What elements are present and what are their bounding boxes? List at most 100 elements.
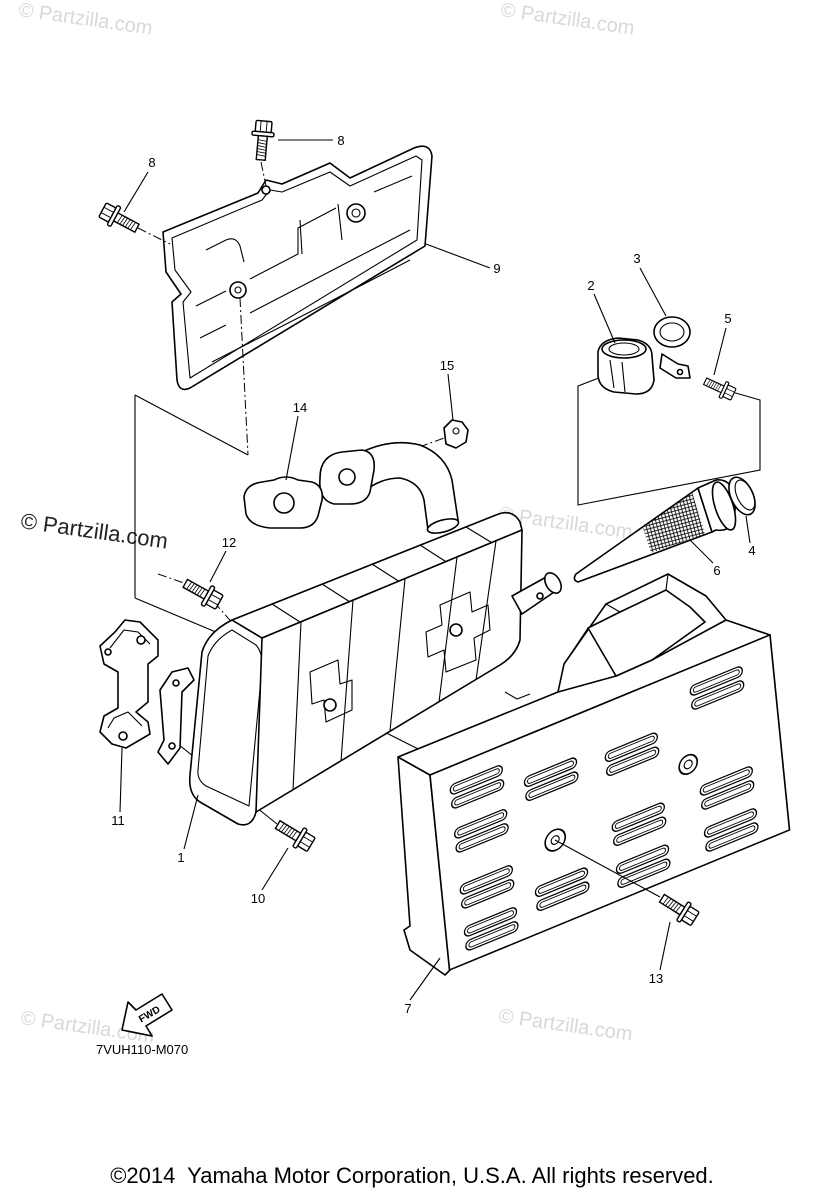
muffler-side-rib — [309, 659, 353, 723]
callout-3: 3 — [633, 251, 640, 266]
exhaust-pipe-flange-hole — [338, 468, 356, 486]
callout-leader-8-left — [123, 171, 149, 213]
callout-8-top: 8 — [337, 133, 344, 148]
fwd-arrow: FWD — [121, 993, 173, 1037]
callout-15: 15 — [440, 358, 454, 373]
assembly-line — [137, 227, 171, 245]
muffler — [157, 441, 562, 826]
callout-1: 1 — [177, 850, 184, 865]
watermark: © Partzilla.com — [19, 508, 169, 553]
bracket-hole — [118, 731, 128, 741]
callout-leader-15 — [447, 373, 454, 421]
heat-shield-outline — [162, 145, 433, 391]
assembly-line — [554, 839, 661, 898]
callout-leader-10 — [261, 847, 289, 891]
callout-11: 11 — [111, 813, 125, 828]
callout-13: 13 — [649, 971, 663, 986]
heat-shield-mount-hole-inner — [351, 208, 361, 218]
heat-shield-rib — [195, 175, 413, 307]
callout-leader-2 — [593, 293, 616, 344]
callout-leader-6 — [689, 539, 714, 564]
callout-leader-9 — [425, 243, 491, 269]
exhaust-pipe — [361, 441, 459, 531]
nut — [443, 419, 469, 449]
gasket — [243, 476, 324, 529]
assembly-line — [260, 161, 267, 187]
cover-top-strip — [397, 619, 771, 776]
cover-mount-hole-inner — [683, 759, 693, 770]
muffler-bracket — [99, 619, 159, 749]
muffler-top-face — [231, 511, 523, 639]
heat-shield-rib — [211, 259, 411, 363]
callout-leader-7 — [409, 957, 441, 1001]
callout-5: 5 — [724, 311, 731, 326]
assembly-line — [577, 375, 761, 506]
callout-leader-14 — [285, 415, 299, 481]
cover-tab — [504, 691, 531, 700]
cover-hump-edge — [563, 573, 669, 665]
heat-shield-mount-hole-inner — [234, 286, 242, 294]
bolt-10 — [271, 814, 318, 855]
bolt-8-left — [96, 199, 143, 239]
callout-10: 10 — [251, 891, 265, 906]
cover-mount-hole — [678, 753, 699, 776]
heat-shield-rib — [205, 203, 343, 263]
nut-bore — [452, 427, 460, 435]
callout-leader-3 — [639, 267, 667, 317]
watermark: © Partzilla.com — [497, 1005, 634, 1046]
cover-mount-hole-inner — [550, 835, 560, 845]
diagram-code: 7VUH110-M070 — [96, 1042, 188, 1057]
muffler-tail-pipe-end — [544, 572, 562, 594]
fwd-arrow-icon — [121, 993, 173, 1037]
bolt-5 — [700, 372, 738, 403]
callout-7: 7 — [404, 1001, 411, 1016]
bolt-13 — [655, 888, 702, 929]
sleeve-slot — [609, 359, 626, 393]
clamp-tab — [659, 353, 691, 379]
muffler-mount-hole — [449, 623, 463, 637]
callout-4: 4 — [748, 543, 755, 558]
muffler-side-face — [255, 529, 523, 813]
muffler-top-rib — [271, 526, 495, 623]
callout-12: 12 — [222, 535, 236, 550]
assembly-line — [354, 436, 448, 471]
heat-shield-mount-hole — [346, 203, 366, 223]
end-cap — [728, 476, 756, 516]
muffler-side-rib — [425, 591, 491, 673]
heat-shield-rib — [199, 229, 411, 339]
callout-leader-13 — [659, 921, 671, 971]
callout-leader-5 — [713, 327, 727, 376]
callout-leaders — [119, 139, 751, 1001]
spark-arrester-mesh — [643, 492, 705, 553]
bolt-12 — [179, 573, 226, 613]
heat-shield — [162, 145, 433, 391]
end-cap-inner — [734, 479, 756, 511]
muffler-tail-pipe-hole — [536, 592, 544, 600]
bracket-plate — [99, 619, 159, 749]
assembly-line — [134, 394, 249, 639]
callout-leader-11 — [119, 747, 123, 813]
heat-shield-mount-hole — [229, 281, 247, 299]
callout-14: 14 — [293, 400, 307, 415]
pipe-sleeve — [597, 337, 655, 395]
muffler-flange-hole — [168, 742, 176, 750]
muffler-cover — [397, 573, 791, 976]
callout-8-left: 8 — [148, 155, 155, 170]
callout-leader-4 — [745, 515, 751, 544]
watermark: © Partzilla.com — [499, 0, 636, 40]
callout-9: 9 — [493, 261, 500, 276]
cover-hump-top — [587, 589, 706, 677]
callout-2: 2 — [587, 278, 594, 293]
callout-6: 6 — [713, 563, 720, 578]
clamp — [653, 316, 691, 379]
cover-front-panel — [429, 634, 791, 971]
heat-shield-rim — [171, 155, 423, 379]
bracket-hole — [136, 635, 146, 645]
copyright-notice: ©2014 Yamaha Motor Corporation, U.S.A. A… — [110, 1163, 714, 1188]
muffler-mount-hole — [323, 698, 337, 712]
watermark: © Partzilla.com — [17, 0, 154, 40]
callout-leader-1 — [183, 794, 199, 850]
callout-leader-12 — [209, 550, 227, 583]
clamp-band-inner — [659, 322, 685, 342]
